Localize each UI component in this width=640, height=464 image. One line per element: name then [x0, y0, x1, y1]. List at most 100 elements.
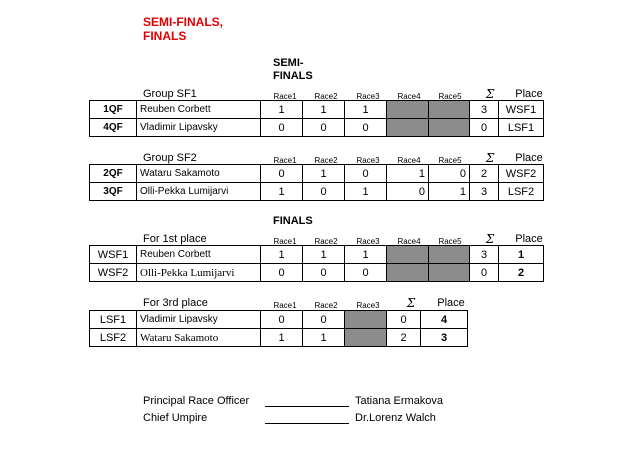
entry-id: 2QF: [89, 164, 137, 183]
race5-label: Race5: [438, 237, 462, 246]
competitor-name: Wataru Sakamoto: [136, 164, 261, 183]
competitor-name: Wataru Sakamoto: [136, 328, 261, 347]
sum-score: 2: [386, 328, 421, 347]
official-name-pro: Tatiana Ermakova: [355, 395, 444, 407]
race5-score: 1: [428, 182, 470, 201]
sf1-table: 1QF Reuben Corbett 1 1 1 3 WSF1 4QF Vlad…: [89, 100, 544, 137]
competitor-name: Vladimir Lipavsky: [136, 118, 261, 137]
place-value: 4: [420, 310, 468, 329]
place-label: Place: [515, 152, 543, 164]
race2-score: 1: [302, 328, 345, 347]
entry-id: LSF2: [89, 328, 137, 347]
first-place-table: WSF1 Reuben Corbett 1 1 1 3 1 WSF2 Olli-…: [89, 245, 544, 282]
sigma-label: Σ: [485, 151, 495, 165]
competitor-name: Olli-Pekka Lumijarvi: [136, 263, 261, 282]
place-value: 1: [498, 245, 544, 264]
race4-score: 0: [386, 182, 429, 201]
table-row: 3QF Olli-Pekka Lumijarvi 1 0 1 0 1 3 LSF…: [89, 182, 544, 201]
race4-shaded: [386, 100, 429, 119]
place-value: 3: [420, 328, 468, 347]
first-place-label: For 1st place: [143, 233, 207, 245]
competitor-name: Reuben Corbett: [136, 100, 261, 119]
title-line-1: SEMI-FINALS,: [143, 15, 223, 29]
entry-id: 4QF: [89, 118, 137, 137]
document-title: SEMI-FINALS, FINALS: [143, 15, 223, 43]
race4-shaded: [386, 245, 429, 264]
race2-label: Race2: [314, 301, 338, 310]
race3-score: 0: [344, 164, 387, 183]
sum-score: 3: [469, 182, 499, 201]
race2-label: Race2: [314, 156, 338, 165]
signature-line: [265, 411, 349, 424]
sigma-label: Σ: [406, 296, 416, 310]
sum-score: 3: [469, 245, 499, 264]
race1-label: Race1: [273, 237, 297, 246]
sum-score: 0: [469, 118, 499, 137]
race2-score: 0: [302, 263, 345, 282]
race3-score: 0: [344, 118, 387, 137]
race2-label: Race2: [314, 92, 338, 101]
race2-score: 0: [302, 118, 345, 137]
table-row: LSF1 Vladimir Lipavsky 0 0 0 4: [89, 310, 468, 329]
sigma-label: Σ: [485, 232, 495, 246]
race3-label: Race3: [356, 237, 380, 246]
table-row: 4QF Vladimir Lipavsky 0 0 0 0 LSF1: [89, 118, 544, 137]
race1-score: 0: [260, 118, 303, 137]
place-value: 2: [498, 263, 544, 282]
race2-score: 1: [302, 164, 345, 183]
race5-label: Race5: [438, 92, 462, 101]
race2-label: Race2: [314, 237, 338, 246]
race1-score: 1: [260, 245, 303, 264]
race1-score: 1: [260, 100, 303, 119]
entry-id: WSF2: [89, 263, 137, 282]
semi-heading-line-2: FINALS: [273, 70, 313, 82]
race5-score: 0: [428, 164, 470, 183]
race1-score: 0: [260, 164, 303, 183]
place-label: Place: [515, 88, 543, 100]
official-role-umpire: Chief Umpire: [143, 412, 208, 424]
race1-score: 0: [260, 310, 303, 329]
entry-id: WSF1: [89, 245, 137, 264]
race4-score: 1: [386, 164, 429, 183]
sum-score: 3: [469, 100, 499, 119]
sum-score: 2: [469, 164, 499, 183]
table-row: LSF2 Wataru Sakamoto 1 1 2 3: [89, 328, 468, 347]
table-row: 1QF Reuben Corbett 1 1 1 3 WSF1: [89, 100, 544, 119]
race3-shaded: [344, 328, 387, 347]
race1-score: 1: [260, 182, 303, 201]
group-sf1-label: Group SF1: [143, 88, 197, 100]
third-place-label: For 3rd place: [143, 297, 208, 309]
race1-score: 0: [260, 263, 303, 282]
sf2-table: 2QF Wataru Sakamoto 0 1 0 1 0 2 WSF2 3QF…: [89, 164, 544, 201]
race5-shaded: [428, 263, 470, 282]
table-row: WSF1 Reuben Corbett 1 1 1 3 1: [89, 245, 544, 264]
race3-score: 1: [344, 182, 387, 201]
race5-label: Race5: [438, 156, 462, 165]
place-value: WSF1: [498, 100, 544, 119]
race1-label: Race1: [273, 156, 297, 165]
competitor-name: Reuben Corbett: [136, 245, 261, 264]
place-label: Place: [515, 233, 543, 245]
semi-finals-heading: SEMI- FINALS: [273, 57, 313, 83]
sigma-label: Σ: [485, 87, 495, 101]
group-sf2-label: Group SF2: [143, 152, 197, 164]
table-row: 2QF Wataru Sakamoto 0 1 0 1 0 2 WSF2: [89, 164, 544, 183]
race4-label: Race4: [397, 92, 421, 101]
competitor-name: Vladimir Lipavsky: [136, 310, 261, 329]
race4-label: Race4: [397, 156, 421, 165]
competitor-name: Olli-Pekka Lumijarvi: [136, 182, 261, 201]
race3-label: Race3: [356, 92, 380, 101]
official-name-umpire: Dr.Lorenz Walch: [355, 412, 436, 424]
race2-score: 0: [302, 182, 345, 201]
race3-score: 1: [344, 245, 387, 264]
race4-shaded: [386, 118, 429, 137]
race2-score: 1: [302, 100, 345, 119]
race4-shaded: [386, 263, 429, 282]
place-value: LSF2: [498, 182, 544, 201]
race1-score: 1: [260, 328, 303, 347]
race5-shaded: [428, 118, 470, 137]
finals-heading: FINALS: [273, 215, 313, 227]
race5-shaded: [428, 245, 470, 264]
sum-score: 0: [386, 310, 421, 329]
race1-label: Race1: [273, 301, 297, 310]
